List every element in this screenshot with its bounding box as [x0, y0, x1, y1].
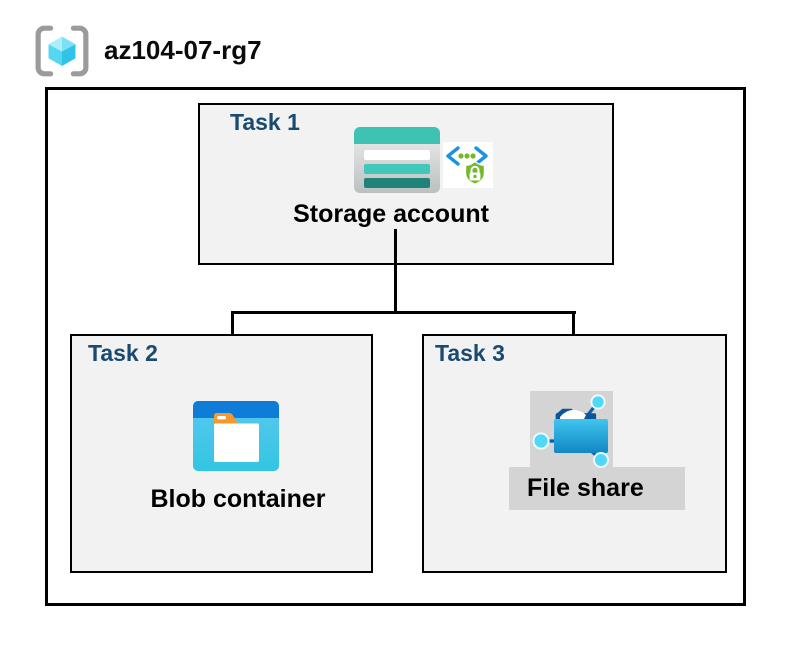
resource-group-name: az104-07-rg7 — [104, 35, 262, 65]
connector-storage-stem — [394, 229, 397, 314]
storage-account-icon — [354, 127, 440, 193]
connector-horizontal — [231, 311, 576, 314]
task1-title: Task 1 — [230, 109, 300, 135]
file-share-label-box: File share — [509, 467, 685, 510]
storage-account-label: Storage account — [293, 200, 489, 228]
task3-title: Task 3 — [435, 340, 505, 366]
resource-group-icon — [34, 24, 90, 78]
task2-title: Task 2 — [88, 340, 158, 366]
blob-container-icon — [193, 401, 279, 471]
secure-access-icon — [443, 142, 493, 188]
blob-container-label: Blob container — [150, 485, 326, 513]
file-share-icon — [532, 393, 612, 471]
file-share-label: File share — [527, 474, 644, 502]
